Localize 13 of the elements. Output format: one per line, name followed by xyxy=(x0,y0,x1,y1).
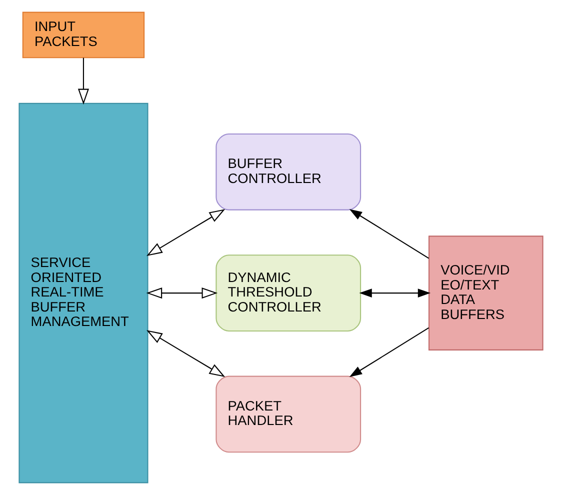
node-box: BUFFER CONTROLLER xyxy=(216,133,362,210)
node-box: DYNAMIC THRESHOLD CONTROLLER xyxy=(216,254,362,332)
arrow xyxy=(146,330,226,378)
node-box: SERVICE ORIENTED REAL-TIME BUFFER MANAGEMENT xyxy=(18,102,148,484)
node-box: VOICE/VID EO/TEXT DATA BUFFERS xyxy=(428,236,544,350)
arrow xyxy=(349,327,430,378)
node-box: PACKET HANDLER xyxy=(216,376,362,453)
node-box: INPUT PACKETS xyxy=(22,12,145,58)
arrow xyxy=(146,288,218,299)
arrow xyxy=(78,58,90,105)
arrow xyxy=(349,209,430,259)
arrow xyxy=(146,209,226,256)
arrow xyxy=(359,288,431,298)
